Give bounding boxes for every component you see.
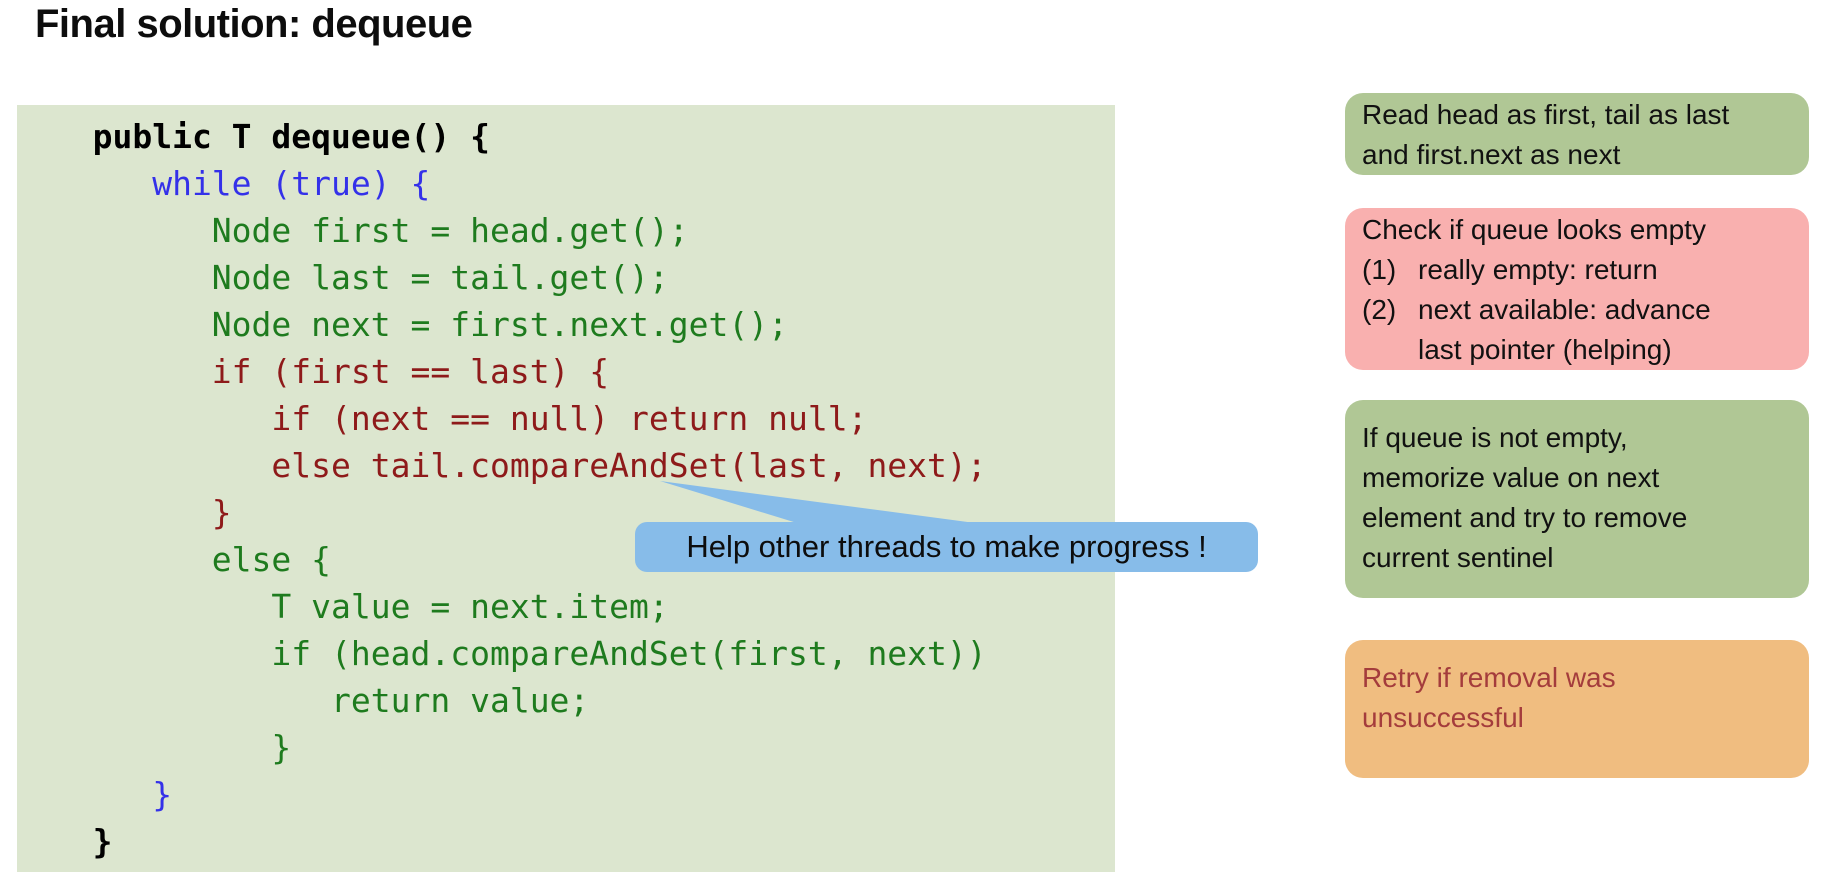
annotation-line: element and try to remove	[1362, 502, 1688, 533]
annotation-line: unsuccessful	[1362, 702, 1524, 733]
annotation-line: current sentinel	[1362, 542, 1554, 573]
annotation-line: Check if queue looks empty	[1362, 210, 1792, 250]
annotation-line: (1) really empty: return	[1362, 250, 1792, 290]
code-line: if (first == last) {	[33, 352, 610, 391]
annotation-line: If queue is not empty,	[1362, 422, 1628, 453]
callout-tail-shape	[660, 481, 1005, 527]
annotation-line-number: (1)	[1362, 254, 1397, 285]
code-line: else {	[33, 540, 332, 579]
code-line: Node first = head.get();	[33, 211, 689, 250]
code-line: }	[33, 493, 232, 532]
code-line: T value = next.item;	[33, 587, 669, 626]
annotation-line-text: next available: advance	[1418, 294, 1711, 325]
code-line: }	[33, 822, 113, 861]
annotation-line: last pointer (helping)	[1362, 330, 1792, 370]
code-line: }	[33, 775, 173, 814]
page-title: Final solution: dequeue	[35, 2, 473, 46]
annotation-line: Read head as first, tail as last	[1362, 99, 1730, 130]
help-callout: Help other threads to make progress !	[635, 522, 1258, 572]
code-line: if (head.compareAndSet(first, next))	[33, 634, 987, 673]
annotation-line-text: last pointer (helping)	[1418, 334, 1672, 365]
annotation-check-empty: Check if queue looks empty (1) really empt…	[1345, 208, 1809, 370]
code-line: Node last = tail.get();	[33, 258, 669, 297]
annotation-line: and first.next as next	[1362, 139, 1621, 170]
code-line: else tail.compareAndSet(last, next);	[33, 446, 987, 485]
annotation-line: Retry if removal was	[1362, 662, 1616, 693]
code-line: Node next = first.next.get();	[33, 305, 788, 344]
annotation-line-text: really empty: return	[1418, 254, 1658, 285]
code-line: }	[33, 728, 292, 767]
code-line: public T dequeue() {	[33, 117, 490, 156]
annotation-line: memorize value on next	[1362, 462, 1660, 493]
code-line: if (next == null) return null;	[33, 399, 868, 438]
annotation-retry: Retry if removal was unsuccessful	[1345, 640, 1809, 778]
code-line: while (true) {	[33, 164, 431, 203]
help-callout-text: Help other threads to make progress !	[686, 529, 1207, 564]
annotation-line-number: (2)	[1362, 294, 1397, 325]
code-block: public T dequeue() { while (true) { Node…	[17, 105, 1115, 872]
code-line: return value;	[33, 681, 590, 720]
annotation-line: (2) next available: advance	[1362, 290, 1792, 330]
annotation-not-empty: If queue is not empty, memorize value on …	[1345, 400, 1809, 598]
annotation-read-pointers: Read head as first, tail as last and firs…	[1345, 93, 1809, 175]
annotation-line-text: Check if queue looks empty	[1362, 214, 1706, 245]
